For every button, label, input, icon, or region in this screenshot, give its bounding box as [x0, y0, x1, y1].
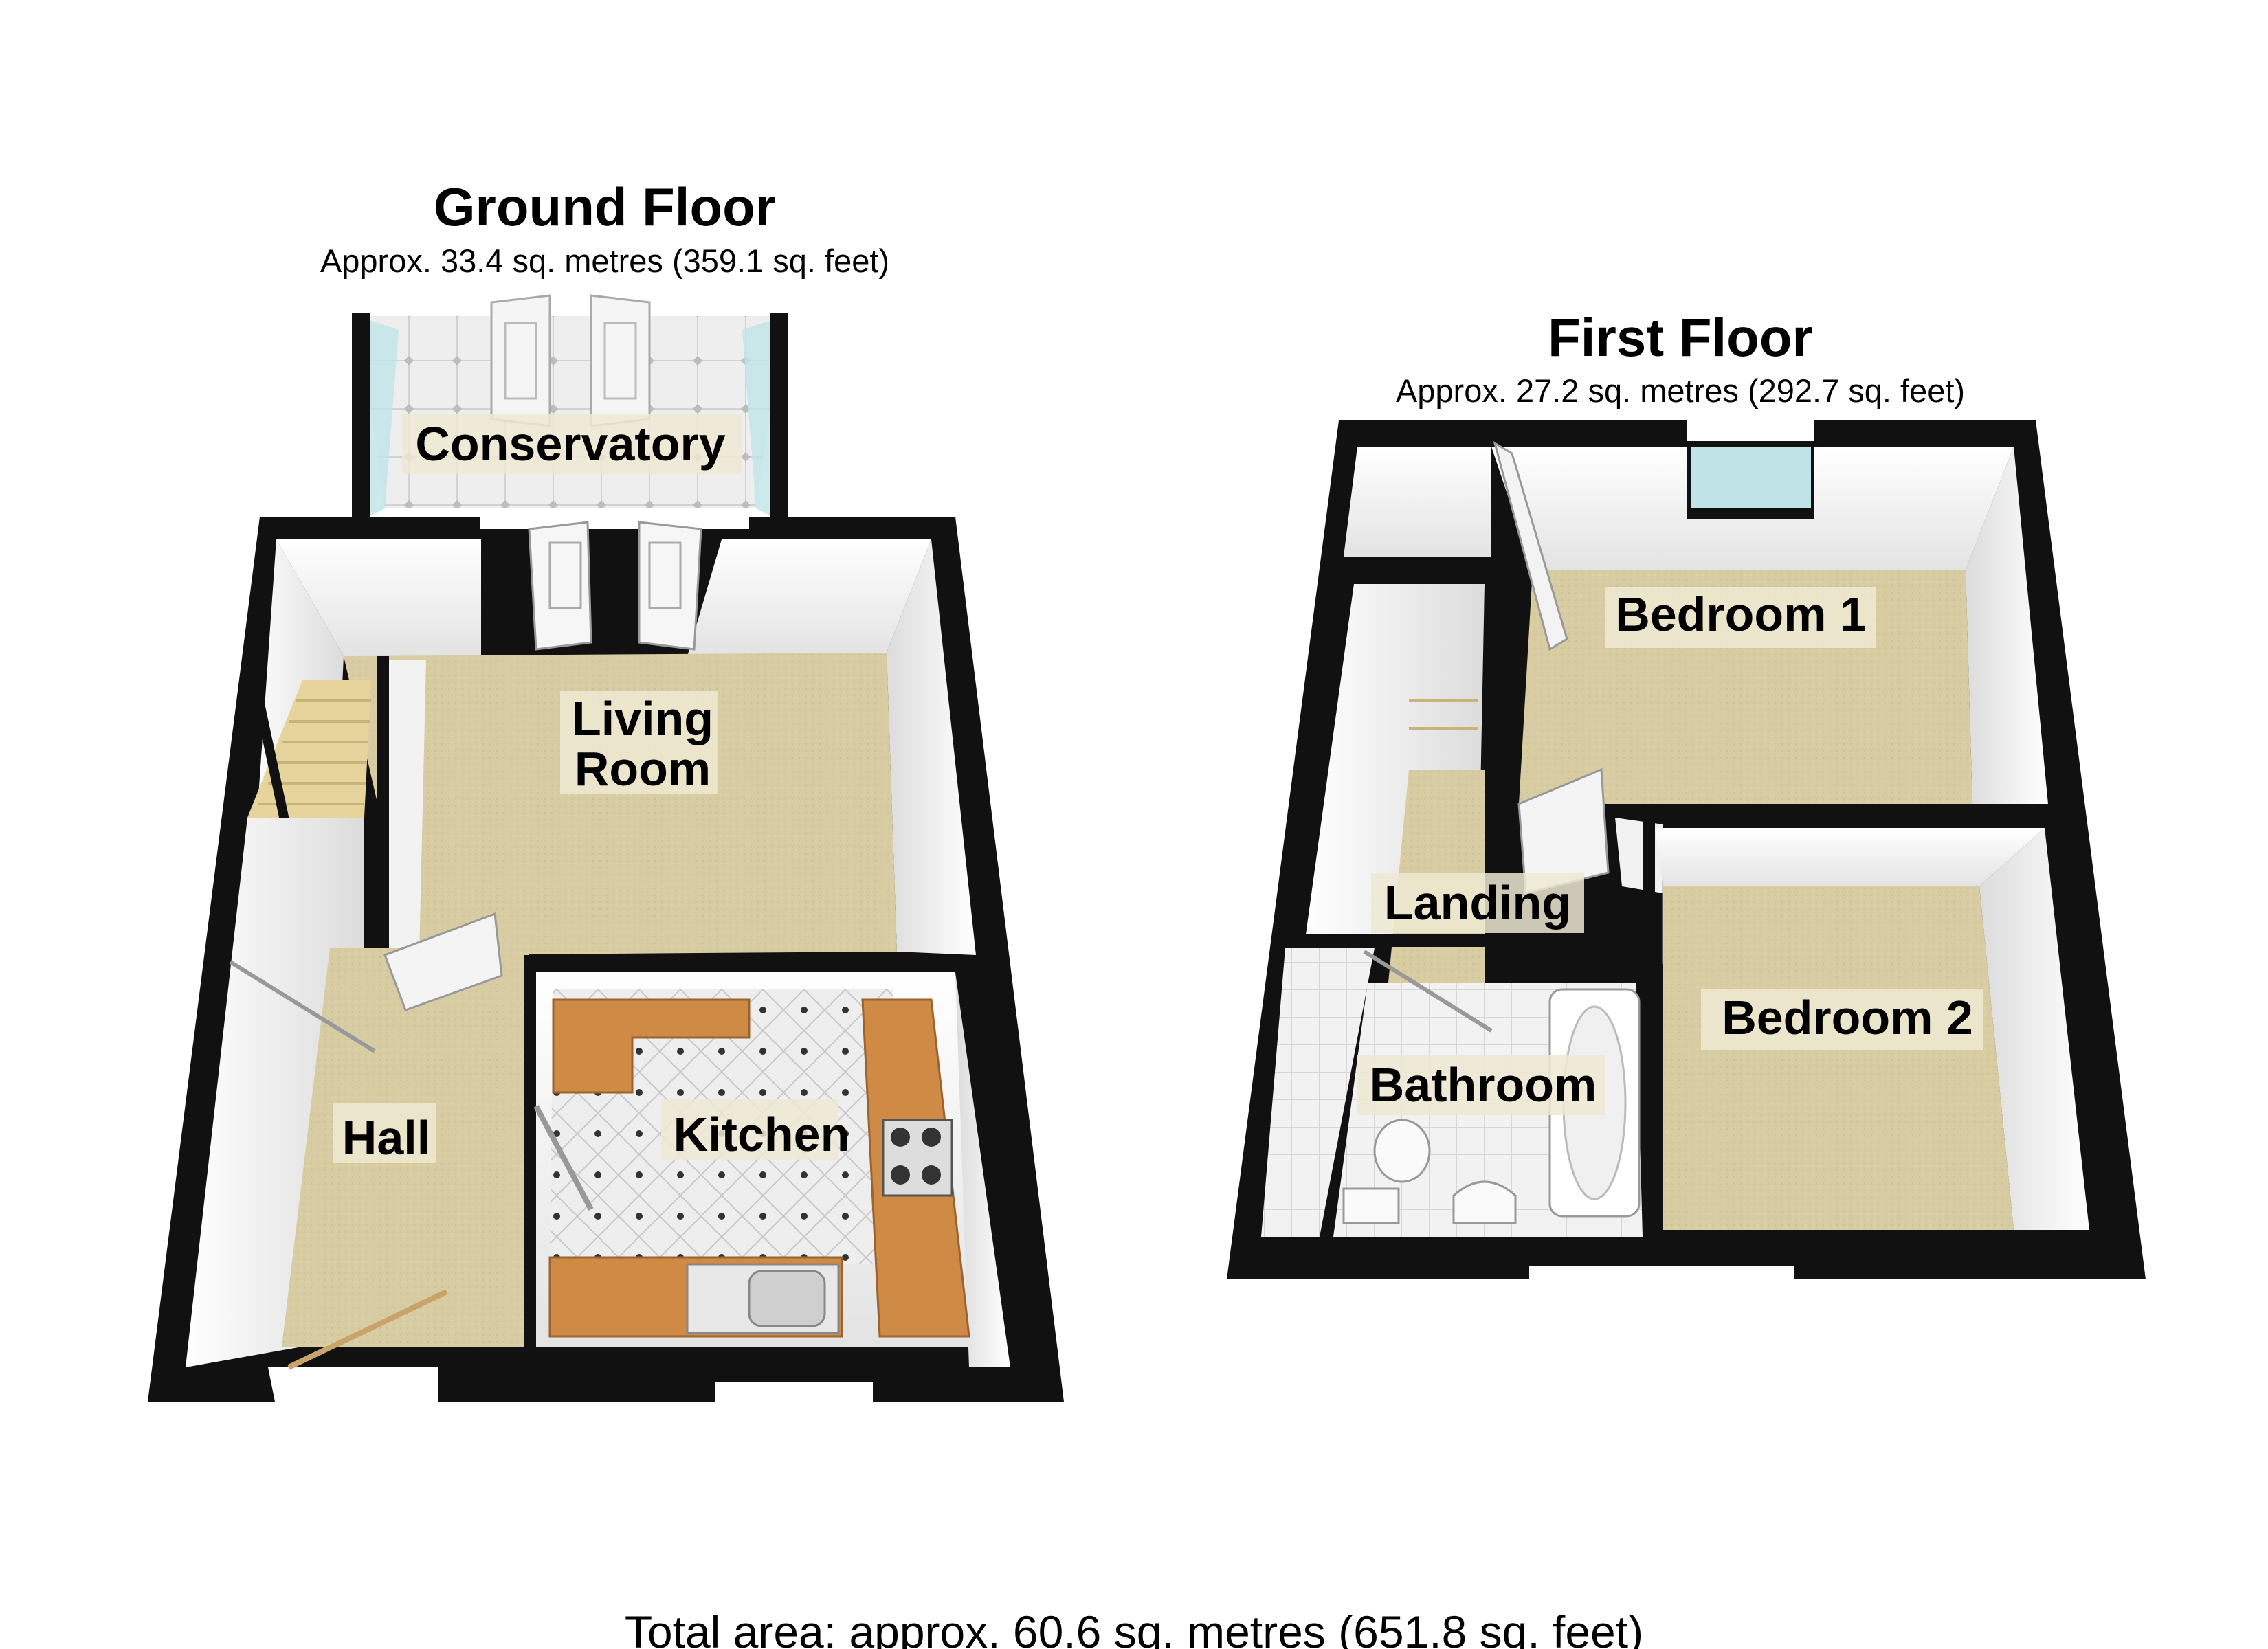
room-labels: Conservatory Living Room Hall Kitchen Be… — [333, 414, 1983, 1165]
first-floor-title: First Floor — [1548, 307, 1813, 368]
toilet — [1342, 1119, 1431, 1224]
hall-label: Hall — [342, 1111, 430, 1165]
bathroom-label: Bathroom — [1370, 1058, 1597, 1112]
kitchen-label: Kitchen — [674, 1108, 850, 1161]
staircase — [247, 671, 371, 827]
first-floor-heading: First Floor Approx. 27.2 sq. metres (292… — [1396, 307, 1965, 409]
hall-door — [229, 960, 448, 1370]
conservatory-room — [352, 294, 788, 522]
ground-floor-area: Approx. 33.4 sq. metres (359.1 sq. feet) — [320, 243, 889, 279]
bedroom-2-label: Bedroom 2 — [1722, 991, 1973, 1044]
total-area: Total area: approx. 60.6 sq. metres (651… — [625, 1606, 1643, 1649]
bathroom-room — [1261, 934, 1643, 1237]
bedroom-2-room — [1643, 811, 2089, 1264]
landing-label: Landing — [1384, 876, 1571, 930]
ground-floor-plan — [148, 294, 1064, 1402]
hob — [882, 1119, 953, 1197]
bedroom-1-label: Bedroom 1 — [1615, 587, 1867, 641]
living-room-label-line2: Room — [575, 742, 711, 796]
kitchen-sink — [686, 1263, 840, 1334]
kitchen-room — [524, 955, 1010, 1367]
conservatory-label: Conservatory — [415, 417, 725, 471]
living-room-label-line1: Living — [572, 692, 713, 745]
first-floor-plan — [1227, 420, 2146, 1279]
ground-floor-heading: Ground Floor Approx. 33.4 sq. metres (35… — [320, 177, 889, 279]
basin — [1452, 1180, 1517, 1224]
first-floor-area: Approx. 27.2 sq. metres (292.7 sq. feet) — [1396, 372, 1965, 409]
ground-floor-title: Ground Floor — [434, 177, 776, 237]
